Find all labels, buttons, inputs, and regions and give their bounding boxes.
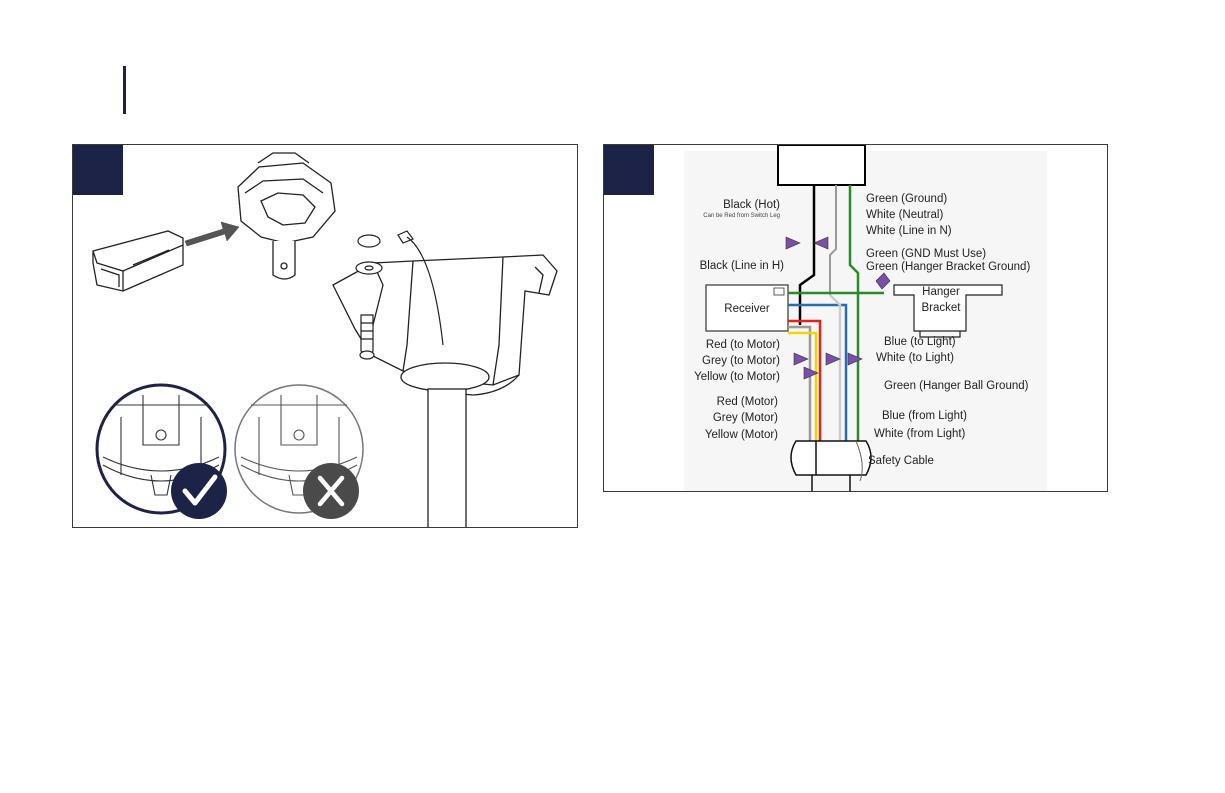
motor-coupler	[790, 440, 872, 491]
label-yellow-motor: Yellow (Motor)	[705, 429, 778, 441]
wire-nut-icon	[875, 272, 891, 290]
wire-nut-icon	[793, 352, 809, 366]
blue-light-wire	[788, 303, 848, 445]
wire-nut-icon	[803, 366, 819, 380]
label-safety-cable: Safety Cable	[868, 455, 934, 467]
receiver-label: Receiver	[724, 303, 770, 315]
step-number-badge	[604, 145, 654, 195]
correct-detail-view	[95, 383, 227, 519]
upper-wire-nuts	[785, 236, 891, 290]
label-white-to-light: White (to Light)	[876, 352, 954, 364]
junction-box	[777, 145, 866, 186]
label-yellow-to-motor: Yellow (to Motor)	[694, 371, 780, 383]
white-light-wire	[829, 294, 842, 445]
step-panel-receiver-install	[72, 144, 578, 528]
hanger-label-line1: Hanger	[922, 286, 960, 298]
middle-wire-nuts	[793, 352, 863, 380]
step-number-badge	[73, 145, 123, 195]
label-green-gnd-must: Green (GND Must Use)	[866, 248, 986, 260]
white-neutral-wire	[829, 185, 837, 295]
wiring-diagram: Receiver Hanger Bracket	[684, 145, 1047, 491]
motor-housing-drawing	[332, 254, 558, 527]
receiver-module-drawing	[92, 230, 184, 292]
label-grey-motor: Grey (Motor)	[713, 412, 778, 424]
wire-nut-icon	[785, 236, 801, 250]
incorrect-detail-view	[234, 384, 364, 519]
step-panel-wiring: Receiver Hanger Bracket	[603, 144, 1108, 492]
receiver-wires	[788, 291, 884, 445]
label-black-hot-note: Can be Red from Switch Leg	[703, 213, 780, 219]
header-accent-bar	[123, 66, 126, 114]
insert-arrow-icon	[184, 221, 240, 247]
label-green-ground: Green (Ground)	[866, 193, 947, 205]
label-white-neutral: White (Neutral)	[866, 209, 943, 221]
grey-motor-wire	[788, 325, 812, 445]
label-green-hanger-ball: Green (Hanger Ball Ground)	[884, 380, 1029, 392]
label-blue-to-light: Blue (to Light)	[884, 336, 956, 348]
hardware-drawing	[355, 230, 444, 360]
wire-nut-icon	[847, 352, 863, 366]
label-white-from-light: White (from Light)	[874, 428, 966, 440]
label-black-line-h: Black (Line in H)	[700, 260, 785, 272]
label-green-hanger-bracket: Green (Hanger Bracket Ground)	[866, 261, 1030, 273]
hanger-bracket	[893, 284, 1003, 338]
wire-nut-icon	[825, 352, 841, 366]
yellow-motor-wire	[788, 331, 818, 445]
right-labels: Green (Ground) White (Neutral) White (Li…	[866, 193, 1030, 467]
label-red-motor: Red (Motor)	[717, 396, 779, 408]
red-motor-wire	[788, 319, 822, 445]
left-labels: Black (Hot) Can be Red from Switch Leg B…	[694, 199, 784, 441]
hanger-label-line2: Bracket	[922, 302, 962, 314]
label-red-to-motor: Red (to Motor)	[706, 339, 780, 351]
label-grey-to-motor: Grey (to Motor)	[702, 355, 780, 367]
label-white-line-n: White (Line in N)	[866, 225, 952, 237]
check-icon	[171, 463, 227, 519]
receiver-install-illustration	[92, 152, 558, 527]
label-black-hot: Black (Hot)	[723, 199, 780, 211]
wire-nut-icon	[813, 236, 829, 250]
bracket-top-drawing	[237, 152, 336, 280]
label-blue-from-light: Blue (from Light)	[882, 410, 967, 422]
